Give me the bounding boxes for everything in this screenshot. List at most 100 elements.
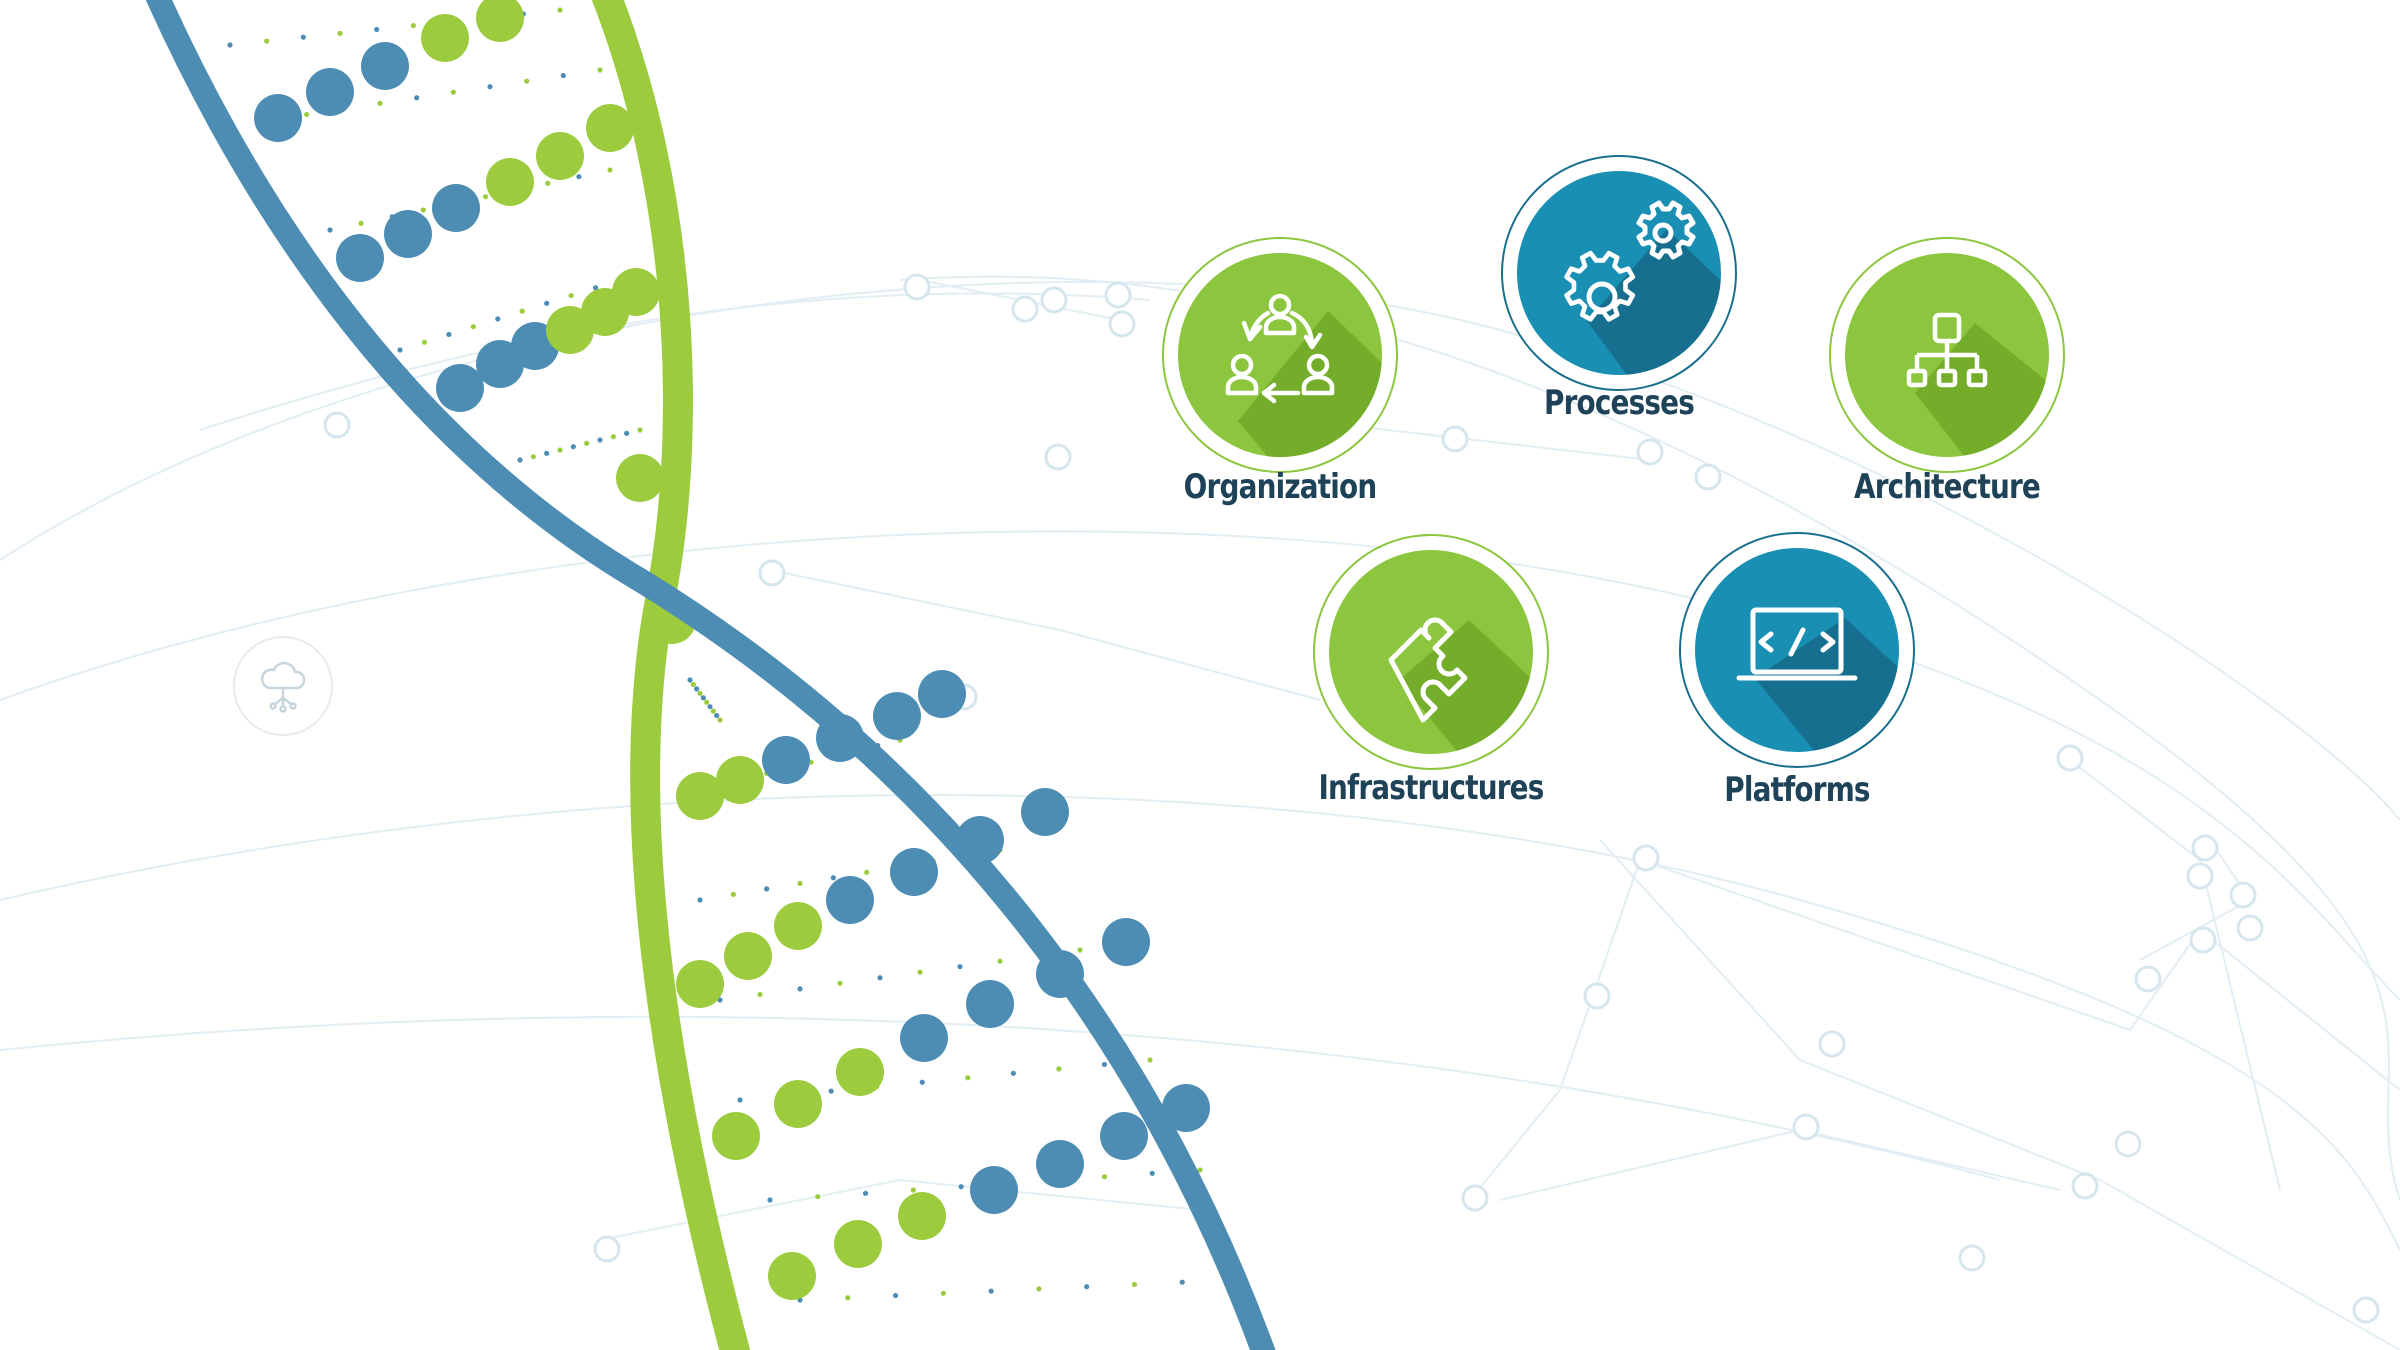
helix-bead [1036, 1140, 1084, 1188]
organization-node: Organization [1162, 237, 1398, 507]
helix-bead [336, 234, 384, 282]
helix-bead [768, 1252, 816, 1300]
rung-dot [560, 72, 566, 79]
rung-dot [1084, 1284, 1090, 1290]
helix-strand-green [591, 0, 751, 1350]
helix-bead [970, 1166, 1018, 1214]
architecture-node: Architecture [1829, 237, 2065, 507]
rung-dot [227, 42, 233, 48]
rung-dot [828, 1088, 834, 1094]
rung-dot [264, 38, 270, 44]
rung-dot [845, 1295, 851, 1301]
rung-dot [697, 690, 703, 696]
helix-strand-blue [145, 0, 1276, 1350]
platforms-disc [1695, 548, 1899, 752]
rung-dot [965, 1075, 971, 1081]
helix-bead [836, 1048, 884, 1096]
rung-dot [864, 869, 870, 875]
rung-dot [919, 1079, 925, 1085]
helix-bead [476, 0, 524, 42]
helix-bead [254, 94, 302, 142]
processes-node: Processes [1501, 155, 1737, 423]
rung-dot [568, 292, 574, 299]
rung-dot [767, 1197, 773, 1203]
rung-dot [597, 437, 603, 443]
helix-bead [536, 132, 584, 180]
infrastructures-node: Infrastructures [1313, 534, 1549, 808]
helix-bead [486, 158, 534, 206]
helix-bead [966, 980, 1014, 1028]
rung-dot [337, 30, 343, 36]
rung-dot [592, 285, 599, 291]
rung-dot [764, 886, 770, 892]
helix-bead [826, 876, 874, 924]
helix-bead [873, 692, 921, 740]
hierarchy-icon [1906, 312, 1988, 388]
helix-bead [361, 42, 409, 90]
platforms-label: Platforms [1724, 770, 1870, 810]
rung-dot [414, 95, 420, 101]
helix-bead [676, 772, 724, 820]
rung-dot [487, 84, 493, 90]
rung-dot [700, 695, 706, 701]
helix-bead [898, 1192, 946, 1240]
helix-bead [436, 364, 484, 412]
rung-dot [1010, 1070, 1016, 1076]
rung-dot [358, 220, 364, 226]
rung-dot [1147, 1057, 1153, 1063]
rung-dot [1149, 1170, 1155, 1176]
platforms-node: Platforms [1679, 532, 1915, 810]
rung-dot [1056, 1066, 1062, 1072]
rung-dot [637, 427, 643, 433]
helix-bead [616, 454, 664, 502]
rung-dot [570, 444, 576, 450]
helix-bead [774, 902, 822, 950]
puzzle-piece-icon [1388, 617, 1468, 723]
rung-dot [597, 67, 603, 73]
rung-dot [687, 677, 693, 683]
rung-dot [420, 207, 426, 213]
team-cycle-icon [1225, 293, 1335, 404]
organization-label: Organization [1183, 467, 1378, 507]
rung-dot [830, 875, 836, 881]
rung-dot [482, 194, 489, 200]
rung-dot [557, 447, 563, 453]
rung-dot [940, 1290, 946, 1296]
rung-dot [545, 180, 551, 186]
helix-bead [724, 932, 772, 980]
rung-dot [1101, 1061, 1108, 1068]
rung-dot [410, 22, 416, 29]
organization-disc [1178, 253, 1382, 457]
helix-bead [421, 14, 469, 62]
rung-dot [519, 308, 525, 314]
helix-bead [900, 1014, 948, 1062]
rung-dot [892, 1292, 899, 1299]
rung-dot [517, 457, 523, 463]
rung-dot [470, 324, 476, 330]
helix-bead [712, 1112, 760, 1160]
rung-dot [710, 708, 716, 714]
rung-dot [730, 891, 736, 898]
rung-dot [397, 347, 403, 353]
rung-dot [584, 440, 590, 446]
rung-dot [704, 699, 710, 705]
rung-dot [624, 430, 630, 436]
rung-dot [697, 897, 703, 903]
rung-dot [690, 681, 696, 688]
infrastructures-label: Infrastructures [1318, 768, 1544, 808]
rung-dot [815, 1194, 821, 1200]
rung-dot [1131, 1281, 1138, 1288]
rung-dot [862, 1190, 869, 1196]
rung-dot [374, 26, 380, 33]
helix-bead [1162, 1084, 1210, 1132]
rung-dot [446, 331, 452, 338]
helix-bead [676, 960, 724, 1008]
cloud-network-icon [260, 661, 306, 713]
helix-bead [1102, 918, 1150, 966]
rung-dot [997, 958, 1003, 964]
rung-dot [450, 89, 456, 95]
rung-dot [544, 300, 550, 306]
rung-dot [530, 454, 536, 460]
